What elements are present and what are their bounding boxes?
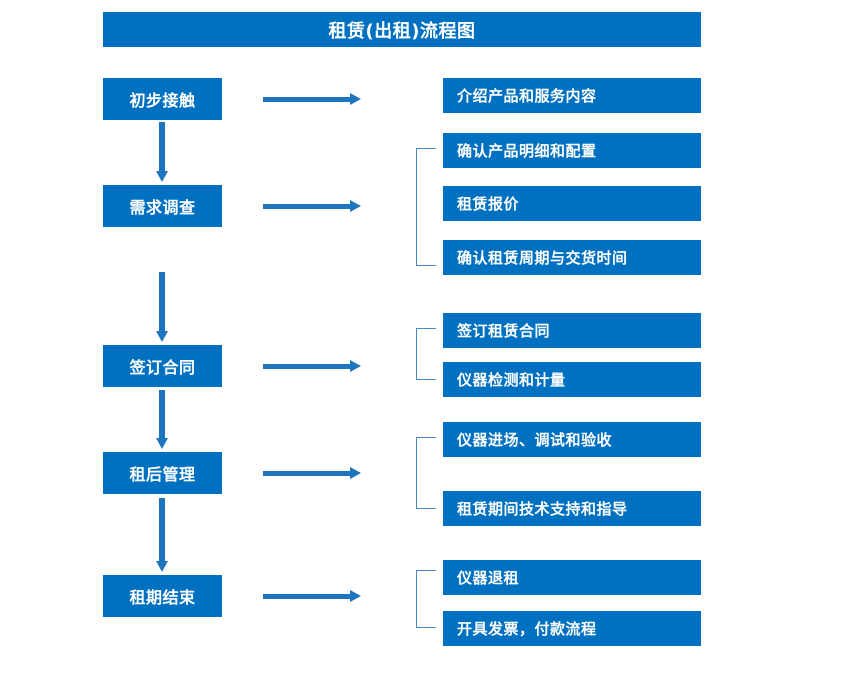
detail-box-4[interactable]: 确认租赁周期与交货时间 (443, 240, 701, 275)
page-title: 租赁(出租)流程图 (103, 12, 701, 47)
detail-box-2[interactable]: 确认产品明细和配置 (443, 133, 701, 168)
stage-box-3[interactable]: 签订合同 (103, 345, 222, 387)
group-bracket-icon-2 (416, 328, 436, 380)
right-arrow-icon-3 (263, 360, 361, 372)
stage-box-2[interactable]: 需求调查 (103, 185, 222, 227)
right-arrow-icon-1 (263, 93, 361, 105)
down-arrow-icon-3 (156, 390, 168, 449)
detail-box-6[interactable]: 仪器检测和计量 (443, 362, 701, 397)
detail-box-7[interactable]: 仪器进场、调试和验收 (443, 422, 701, 457)
detail-box-10[interactable]: 开具发票，付款流程 (443, 611, 701, 646)
stage-box-1[interactable]: 初步接触 (103, 78, 222, 120)
right-arrow-icon-5 (263, 590, 361, 602)
down-arrow-icon-2 (156, 272, 168, 342)
detail-box-1[interactable]: 介绍产品和服务内容 (443, 78, 701, 113)
stage-box-5[interactable]: 租期结束 (103, 575, 222, 617)
group-bracket-icon-4 (416, 570, 436, 628)
right-arrow-icon-4 (263, 467, 361, 479)
detail-box-8[interactable]: 租赁期间技术支持和指导 (443, 491, 701, 526)
detail-box-9[interactable]: 仪器退租 (443, 560, 701, 595)
detail-box-5[interactable]: 签订租赁合同 (443, 313, 701, 348)
group-bracket-icon-3 (416, 437, 436, 509)
down-arrow-icon-1 (156, 122, 168, 182)
detail-box-3[interactable]: 租赁报价 (443, 186, 701, 221)
down-arrow-icon-4 (156, 498, 168, 572)
group-bracket-icon-1 (416, 148, 436, 266)
stage-box-4[interactable]: 租后管理 (103, 452, 222, 494)
right-arrow-icon-2 (263, 200, 361, 212)
